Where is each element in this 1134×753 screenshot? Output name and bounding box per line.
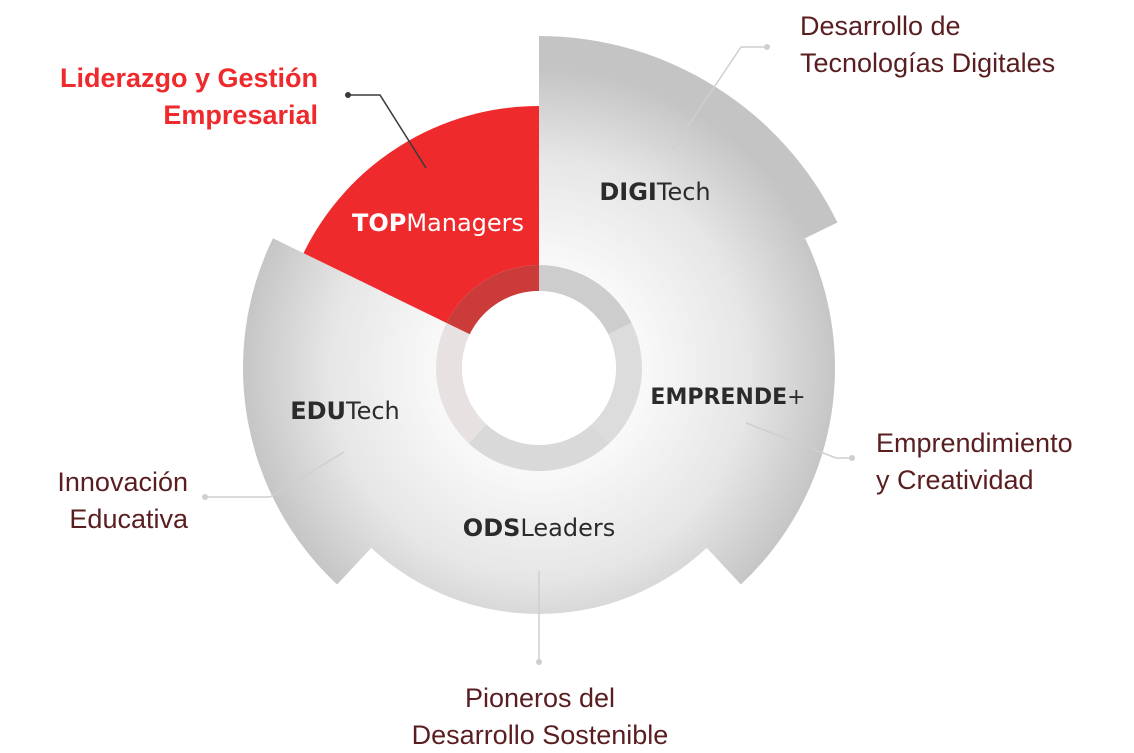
segment-edutech[interactable] xyxy=(243,238,469,585)
callout-edutech: Innovación Educativa xyxy=(20,464,188,538)
leader-line-topmanagers xyxy=(348,94,427,169)
ring-arc-digitech xyxy=(539,265,632,335)
segment-label-topmanagers: TOPManagers xyxy=(352,209,524,237)
leader-dot-odsleaders xyxy=(536,659,542,665)
ring-arc-edutech xyxy=(435,322,487,444)
segment-label-odsleaders: ODSLeaders xyxy=(463,514,615,542)
leader-dot-edutech xyxy=(202,494,208,500)
callout-line: Tecnologías Digitales xyxy=(800,48,1056,78)
ring-arc-odsleaders xyxy=(468,424,610,472)
callout-line: Educativa xyxy=(69,504,188,534)
leader-line-digitech xyxy=(671,46,767,151)
callout-line: Liderazgo y Gestión xyxy=(59,63,318,93)
center-hole xyxy=(462,291,616,445)
ring-arc-emprende xyxy=(591,322,643,444)
callout-line: Desarrollo Sostenible xyxy=(411,720,669,750)
callout-line: Desarrollo de xyxy=(800,11,961,41)
leader-dot-digitech xyxy=(764,44,770,50)
callout-line: Pioneros del xyxy=(464,683,616,713)
leader-line-edutech xyxy=(205,451,345,498)
segment-label-edutech: EDUTech xyxy=(290,397,400,425)
callout-line: Empresarial xyxy=(163,100,318,130)
segment-topmanagers[interactable] xyxy=(303,106,539,323)
callout-odsleaders: Pioneros del Desarrollo Sostenible xyxy=(340,680,740,753)
inner-ring xyxy=(435,265,643,472)
callout-line: Innovación xyxy=(57,467,188,497)
leader-dot-emprende xyxy=(849,455,855,461)
segment-label-emprende: EMPRENDE+ xyxy=(650,385,805,410)
leader-lines xyxy=(202,44,855,665)
leader-line-emprende xyxy=(745,422,852,459)
segment-emprende[interactable] xyxy=(609,238,835,585)
callout-emprende: Emprendimiento y Creatividad xyxy=(876,425,1073,499)
leader-dot-topmanagers xyxy=(345,92,351,98)
callout-digitech: Desarrollo de Tecnologías Digitales xyxy=(800,8,1055,82)
ring-arc-topmanagers xyxy=(446,265,539,335)
segment-digitech[interactable] xyxy=(539,36,838,323)
segments xyxy=(243,36,838,614)
callout-line: Emprendimiento xyxy=(876,428,1073,458)
segment-label-digitech: DIGITech xyxy=(599,178,710,206)
segment-labels: DIGITech EMPRENDE+ ODSLeaders EDUTech TO… xyxy=(290,178,805,542)
callout-topmanagers: Liderazgo y Gestión Empresarial xyxy=(0,60,318,134)
callout-line: y Creatividad xyxy=(876,465,1034,495)
segment-odsleaders[interactable] xyxy=(371,443,707,614)
